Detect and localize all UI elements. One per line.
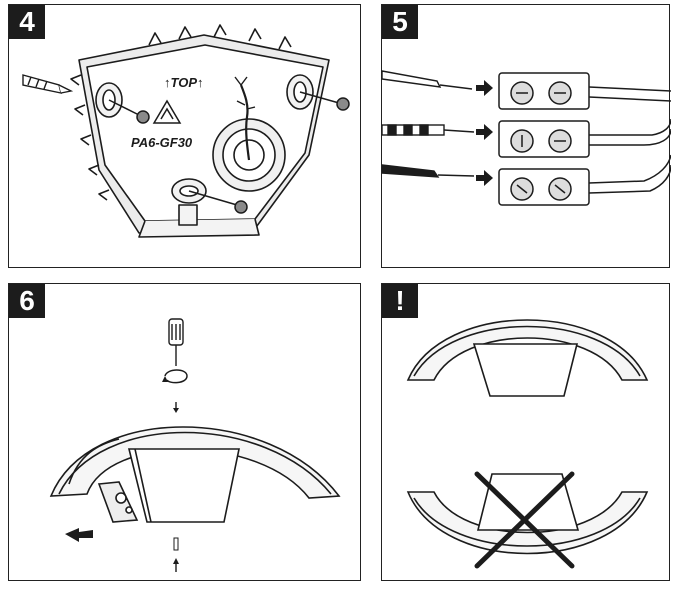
- incorrect-orientation: [406, 473, 649, 555]
- top-marking: TOP: [171, 75, 198, 90]
- wiring-illustration: [382, 70, 671, 206]
- step-6-panel: 6: [8, 283, 361, 581]
- warning-badge: !: [382, 284, 418, 318]
- svg-text:↑TOP↑: ↑TOP↑: [164, 75, 204, 90]
- screwdriver-icon: [168, 318, 184, 366]
- mounting-box-illustration: ↑TOP↑ PA6-GF30: [22, 24, 350, 238]
- cover-fitting-illustration: [49, 318, 341, 572]
- step-number-badge: 4: [9, 5, 45, 39]
- wall-plug-icon: [22, 74, 74, 94]
- rotate-arrow-icon: [164, 369, 188, 384]
- cross-icon: [474, 471, 575, 569]
- warning-panel: !: [381, 283, 670, 581]
- step-number-badge: 6: [9, 284, 45, 318]
- step-number-badge: 5: [382, 5, 418, 39]
- correct-orientation: [406, 319, 649, 397]
- screw-icon: [108, 91, 350, 214]
- step-5-panel: 5: [381, 4, 671, 268]
- material-marking: PA6-GF30: [131, 135, 193, 150]
- orientation-illustration: [406, 319, 649, 569]
- terminal-block-icon: [498, 72, 590, 206]
- recycle-icon: [152, 99, 182, 124]
- step-4-panel: 4: [8, 4, 361, 268]
